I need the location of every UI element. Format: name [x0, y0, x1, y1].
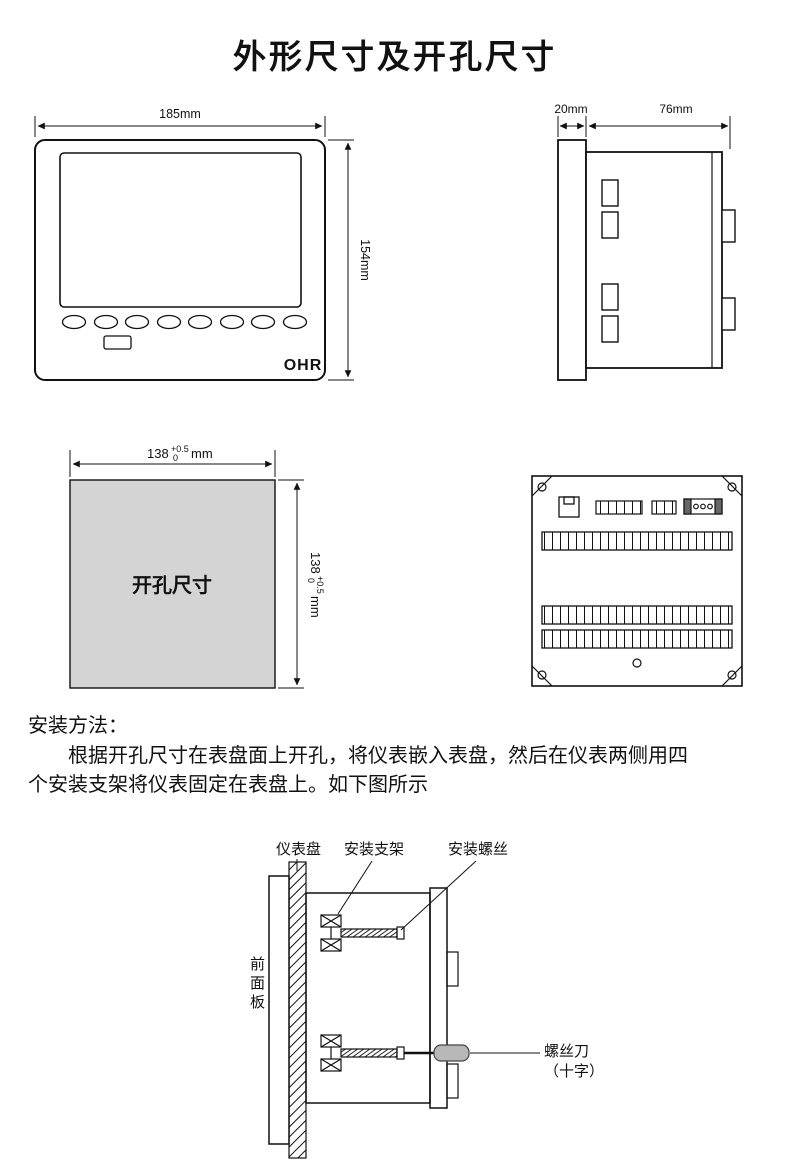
front-width-dim-label: 185mm [159, 107, 201, 121]
instrument-front-panel [268, 875, 290, 1145]
side-hook-bottom [721, 297, 736, 331]
screw-leader [400, 860, 477, 931]
cutout-height-dimension [278, 479, 304, 689]
bracket-leader [337, 860, 373, 915]
mounting-bracket-top [320, 914, 342, 952]
screwdriver-handle [433, 1044, 470, 1062]
cutout-view: 开孔尺寸 [69, 479, 276, 689]
front-button [219, 314, 245, 330]
ground-hole [632, 658, 642, 668]
front-button [250, 314, 276, 330]
front-button [156, 314, 182, 330]
front-button [187, 314, 213, 330]
instrument-back-cap [429, 887, 448, 1109]
screwdriver-label: 螺丝刀 [544, 1044, 590, 1060]
front-panel-label: 前面板 [248, 956, 264, 1013]
install-method-heading: 安装方法： [28, 715, 128, 737]
page-title: 外形尺寸及开孔尺寸 [233, 38, 557, 75]
cutout-width-unit: mm [191, 446, 213, 461]
front-screen [59, 152, 302, 308]
cutout-width-tol-lower: 0 [173, 453, 178, 463]
install-diagram [268, 859, 540, 1159]
cutout-width-value: 138 [147, 446, 169, 461]
front-button [282, 314, 308, 330]
dip-switch-block-2 [651, 500, 677, 515]
back-panel [531, 475, 743, 687]
front-usb-cover [103, 335, 132, 350]
panel-label: 仪表盘 [276, 842, 322, 858]
screwdriver [404, 1044, 470, 1062]
screwdriver-label-block: 螺丝刀 （十字） [544, 1042, 604, 1082]
body-hook-top [446, 951, 459, 987]
front-view: OHR [34, 139, 326, 381]
terminal-strip-3 [541, 629, 733, 649]
side-mount-slots [601, 179, 619, 343]
side-view [557, 139, 736, 381]
front-button [124, 314, 150, 330]
mounting-screw-bottom [340, 1046, 405, 1060]
install-paragraph-line1: 根据开孔尺寸在表盘面上开孔，将仪表嵌入表盘，然后在仪表两侧用四 [68, 745, 688, 767]
cutout-width-dim-label: 138 +0.5 0 mm [147, 444, 213, 463]
side-hook-top [721, 209, 736, 243]
cutout-width-dimension [69, 450, 276, 477]
side-depth-dim-label: 76mm [659, 102, 692, 116]
mounting-bracket-bottom [320, 1034, 342, 1072]
front-height-dimension [328, 139, 354, 381]
front-button [93, 314, 119, 330]
side-bezel-dim-label: 20mm [554, 102, 587, 116]
cutout-height-value: 138 [308, 552, 323, 574]
panel-hatched [288, 861, 307, 1159]
body-hook-bottom [446, 1063, 459, 1099]
front-width-dimension [34, 116, 326, 137]
side-bezel [557, 139, 587, 381]
front-button [61, 314, 87, 330]
terminal-strip-2 [541, 605, 733, 625]
cutout-height-dim-label: 138 +0.5 0 mm [306, 552, 325, 618]
power-connector [683, 498, 723, 515]
cutout-height-tol-upper: +0.5 [315, 576, 325, 594]
cutout-width-tol-upper: +0.5 [171, 444, 189, 454]
dip-switch-block-1 [595, 500, 643, 515]
cutout-height-tol-lower: 0 [306, 578, 316, 583]
front-buttons [61, 314, 308, 330]
terminal-strip-1 [541, 531, 733, 551]
cutout-height-unit: mm [308, 596, 323, 618]
cutout-square [69, 479, 276, 689]
bracket-label: 安装支架 [344, 842, 405, 858]
back-view [531, 475, 743, 687]
leader-lines [296, 859, 540, 1054]
brand-logo: OHR [284, 357, 323, 374]
side-dimensions [557, 116, 731, 149]
screwdriver-note: （十字） [544, 1064, 605, 1080]
screw-label: 安装螺丝 [448, 842, 509, 858]
corner-mounts [531, 475, 743, 687]
front-height-dim-label: 154mm [358, 239, 372, 281]
install-paragraph-line2: 个安装支架将仪表固定在表盘上。如下图所示 [28, 774, 428, 796]
cutout-label: 开孔尺寸 [132, 574, 212, 597]
mounting-screw-top [340, 926, 405, 940]
ethernet-port-icon [558, 496, 580, 518]
